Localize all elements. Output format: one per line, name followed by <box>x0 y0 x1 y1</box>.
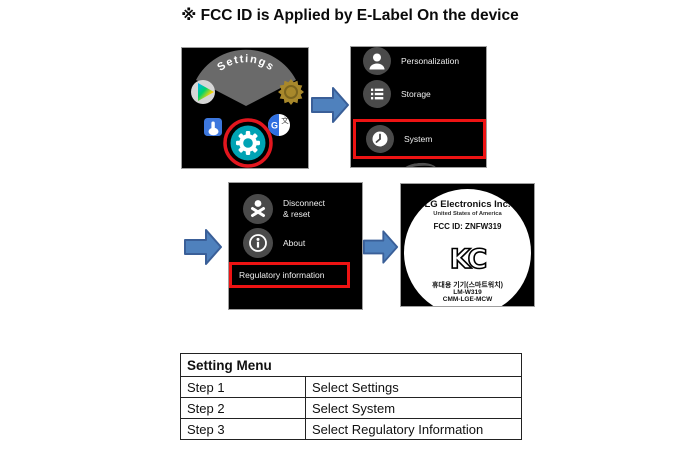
clock-icon <box>366 125 394 153</box>
menu-label-disconnect-reset: Disconnect & reset <box>283 198 325 220</box>
menu-label-system: System <box>404 133 433 144</box>
disconnect-line2: & reset <box>283 209 310 219</box>
step-3-label: Step 3 <box>180 418 306 440</box>
screenshot-system-menu: Personalization Storage System <box>350 46 487 168</box>
storage-list-icon <box>363 80 391 108</box>
kc-mark-icon: KC <box>449 243 488 276</box>
settings-gear-icon <box>223 118 273 168</box>
touch-lock-icon <box>204 118 222 136</box>
elabel-device-type-kr: 휴대용 기기(스마트워치) <box>431 282 503 289</box>
flow-arrow-1-icon <box>311 87 349 123</box>
elabel-circle: LG Electronics Inc. United States of Ame… <box>404 189 531 306</box>
steps-table: Setting Menu Step 1 Select Settings Step… <box>180 353 522 440</box>
steps-table-header-row: Setting Menu <box>180 353 522 377</box>
menu-item-disconnect-reset: Disconnect & reset <box>243 194 325 224</box>
menu-label-personalization: Personalization <box>401 55 460 66</box>
table-row-step-1: Step 1 Select Settings <box>180 376 522 398</box>
menu-label-storage: Storage <box>401 88 431 99</box>
person-icon <box>363 47 391 75</box>
next-item-arc <box>400 161 438 167</box>
step-1-action: Select Settings <box>305 376 522 398</box>
menu-label-regulatory-information: Regulatory information <box>239 269 325 280</box>
table-row-step-2: Step 2 Select System <box>180 397 522 419</box>
steps-table-header: Setting Menu <box>180 353 522 377</box>
flow-arrow-2-icon <box>184 229 222 265</box>
elabel-fcc-id: FCC ID: ZNFW319 <box>433 222 502 231</box>
elabel-company: LG Electronics Inc. <box>424 199 511 210</box>
settings-fan: Settings <box>196 49 296 106</box>
table-row-step-3: Step 3 Select Regulatory Information <box>180 418 522 440</box>
elabel-cert-code: CMM-LGE-MCW <box>442 296 493 303</box>
screenshot-elabel: LG Electronics Inc. United States of Ame… <box>400 183 535 307</box>
elabel-model-number: LM-W319 <box>453 289 482 296</box>
screenshot-about-menu: Disconnect & reset About Regulatory info… <box>228 182 363 310</box>
flow-arrow-3-icon <box>363 230 399 264</box>
highlight-box-regulatory-information: Regulatory information <box>229 262 350 288</box>
sunburst-seal-icon <box>278 79 304 105</box>
step-1-label: Step 1 <box>180 376 306 398</box>
disconnect-line1: Disconnect <box>283 198 326 208</box>
elabel-country: United States of America <box>433 211 502 217</box>
translate-icon: G 文 <box>268 114 290 136</box>
menu-item-about: About <box>243 228 305 258</box>
settings-app-graphic: Settings G <box>191 49 304 168</box>
screenshot-settings-app: Settings G <box>181 47 309 169</box>
page-title: ※ FCC ID is Applied by E-Label On the de… <box>181 7 519 24</box>
translate-g-letter: G <box>271 121 278 131</box>
disconnect-person-icon <box>243 194 273 224</box>
step-2-label: Step 2 <box>180 397 306 419</box>
play-store-icon <box>191 80 215 104</box>
highlight-circle-settings <box>223 118 273 168</box>
step-3-action: Select Regulatory Information <box>305 418 522 440</box>
highlight-box-system: System <box>353 119 486 159</box>
info-icon <box>243 228 273 258</box>
step-2-action: Select System <box>305 397 522 419</box>
menu-item-storage: Storage <box>363 80 431 108</box>
translate-cjk-letter: 文 <box>281 115 289 125</box>
menu-item-personalization: Personalization <box>363 47 459 75</box>
menu-label-about: About <box>283 237 306 248</box>
